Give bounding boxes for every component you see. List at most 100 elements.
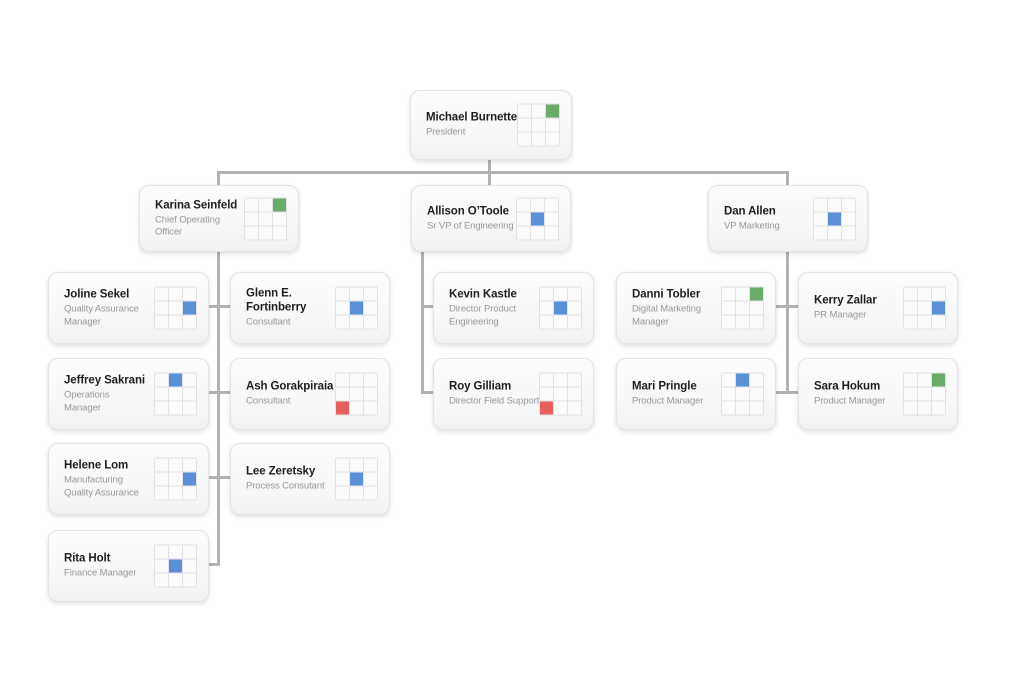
person-title: President [426,126,466,138]
person-title: Process Consutant [246,480,325,492]
grid-cell [364,373,377,387]
grid-cell [336,287,349,301]
grid-cell [183,387,196,401]
grid-cell [350,486,363,500]
grid-cell [336,458,349,472]
grid-cell [273,212,286,225]
grid-cell [155,472,168,486]
grid-cell [814,226,827,239]
grid-cell [155,301,168,315]
grid-cell [169,573,182,587]
grid-cell [568,287,581,301]
grid-cell [750,401,763,415]
grid-cell [545,198,558,211]
grid-cell [155,287,168,301]
person-name: Dan Allen [724,205,776,218]
grid-cell [545,226,558,239]
marker-cell-red [336,401,349,415]
person-name: Joline Sekel [64,288,130,301]
position-grid-icon [721,372,764,416]
grid-cell [918,315,931,329]
grid-cell [155,545,168,559]
grid-cell [554,401,567,415]
grid-cell [568,301,581,315]
grid-cell [532,118,545,132]
person-name: Kerry Zallar [814,294,877,307]
grid-cell [517,198,530,211]
grid-cell [568,387,581,401]
grid-cell [736,301,749,315]
grid-cell [828,226,841,239]
grid-cell [904,301,917,315]
connector-stub [207,305,230,308]
grid-cell [169,401,182,415]
grid-cell [842,226,855,239]
connector-stub [207,476,230,479]
connector-stub [421,305,433,308]
grid-cell [169,545,182,559]
grid-cell [722,287,735,301]
grid-cell [540,301,553,315]
grid-cell [364,287,377,301]
grid-cell [932,287,945,301]
grid-cell [183,373,196,387]
grid-cell [350,373,363,387]
grid-cell [750,315,763,329]
grid-cell [554,387,567,401]
person-name: Helene Lom [64,459,129,472]
person-title: Consultant [246,395,291,407]
grid-cell [155,486,168,500]
grid-cell [828,198,841,211]
connector-stub [207,391,230,394]
grid-cell [169,486,182,500]
grid-cell [842,212,855,225]
grid-cell [245,226,258,239]
person-name: Kevin Kastle [449,288,517,301]
grid-cell [183,315,196,329]
marker-cell-blue [183,301,196,315]
marker-cell-blue [169,373,182,387]
grid-cell [364,387,377,401]
grid-cell [245,212,258,225]
position-grid-icon [516,197,559,240]
grid-cell [540,387,553,401]
grid-cell [183,486,196,500]
person-name: Karina Seinfeld [155,198,238,211]
connector-stub [207,563,220,566]
grid-cell [736,401,749,415]
grid-cell [722,373,735,387]
grid-cell [350,387,363,401]
marker-cell-blue [350,301,363,315]
grid-cell [336,486,349,500]
grid-cell [546,132,559,146]
connector-stub [421,391,433,394]
position-grid-icon [721,286,764,330]
grid-cell [532,132,545,146]
grid-cell [155,401,168,415]
grid-cell [169,458,182,472]
grid-cell [736,287,749,301]
grid-cell [364,301,377,315]
grid-cell [183,458,196,472]
person-title: Sr VP of Engineering [427,220,514,232]
position-grid-icon [335,457,378,501]
grid-cell [259,226,272,239]
person-title: Consultant [246,316,291,328]
